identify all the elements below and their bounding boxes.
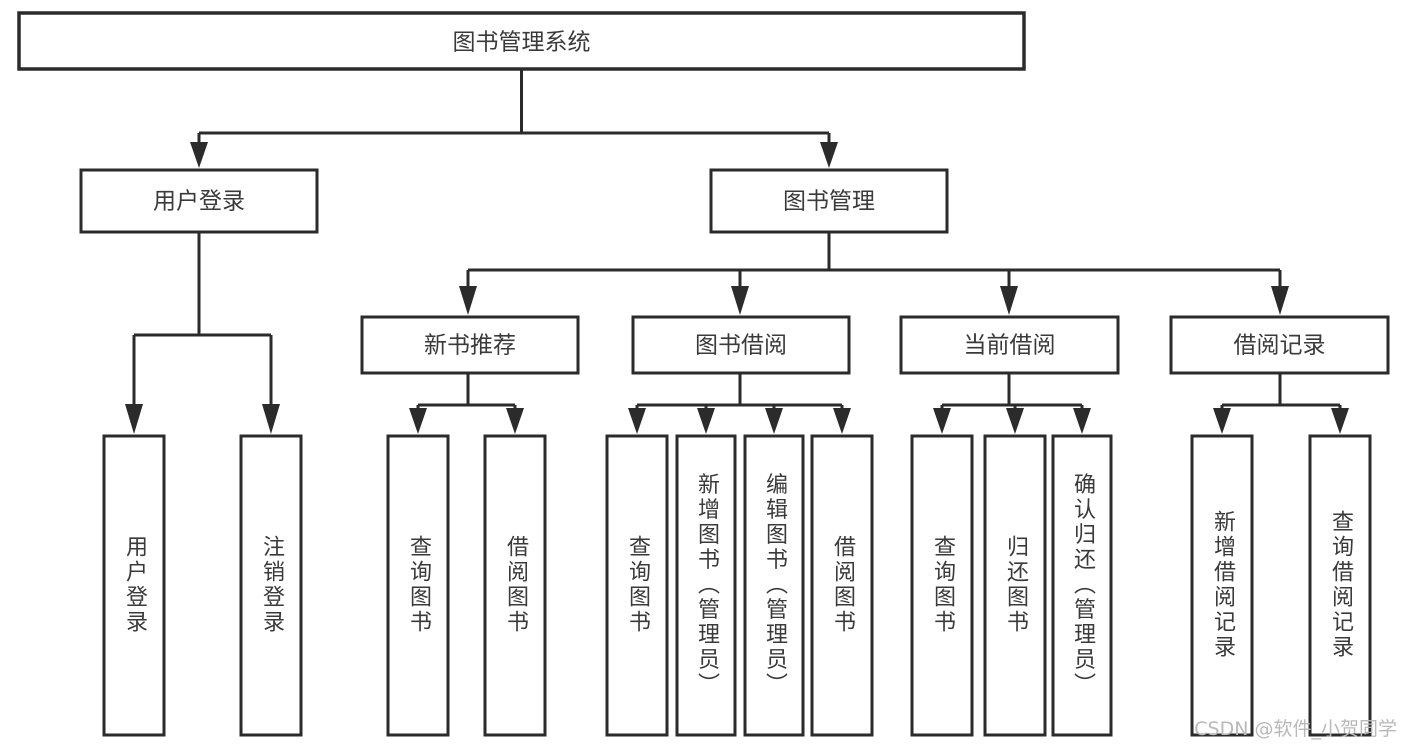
node-new-book-recommend[interactable]: 新书推荐 <box>360 315 580 375</box>
node-layer: 图书管理系统 用户登录 图书管理 新书推荐 图书借阅 当前 <box>17 11 1390 737</box>
node-leaf-query-borrow-record-box[interactable] <box>1308 434 1372 737</box>
node-leaf-add-book-admin-box[interactable] <box>675 434 737 737</box>
node-leaf-borrow-book-recommend-box[interactable] <box>483 434 547 737</box>
node-leaf-borrow-book-recommend[interactable]: 借阅图书 <box>483 434 547 737</box>
node-book-management[interactable]: 图书管理 <box>709 168 949 234</box>
arrowhead-leaf-query-book-recommend <box>409 408 427 434</box>
node-leaf-edit-book-admin[interactable]: 编辑图书（管理员） <box>743 434 805 737</box>
node-leaf-add-borrow-record-box[interactable] <box>1190 434 1254 737</box>
node-leaf-logout-login[interactable]: 注销登录 <box>239 434 303 737</box>
node-book-management-label: 图书管理 <box>783 189 875 215</box>
node-book-borrow[interactable]: 图书借阅 <box>631 315 851 375</box>
node-current-borrow[interactable]: 当前借阅 <box>899 315 1120 375</box>
node-current-borrow-box[interactable] <box>899 315 1120 375</box>
arrowhead-book-management <box>820 142 838 168</box>
node-root-box[interactable] <box>17 11 1026 71</box>
node-leaf-add-book-admin[interactable]: 新增图书（管理员） <box>675 434 737 737</box>
node-user-login-label: 用户登录 <box>153 189 245 215</box>
node-leaf-query-book-borrow[interactable]: 查询图书 <box>605 434 669 737</box>
arrowhead-borrow-record <box>1271 286 1289 315</box>
node-leaf-query-book-borrow-label: 查询图书 <box>625 535 651 635</box>
node-root-label: 图书管理系统 <box>453 30 591 56</box>
node-leaf-confirm-return-admin-label: 确认归还（管理员） <box>1070 473 1096 698</box>
node-leaf-return-book-box[interactable] <box>983 434 1047 737</box>
node-leaf-query-book-current-box[interactable] <box>910 434 974 737</box>
node-leaf-query-borrow-record[interactable]: 查询借阅记录 <box>1308 434 1372 737</box>
node-borrow-record-label: 借阅记录 <box>1234 333 1326 359</box>
arrowhead-leaf-add-book-admin <box>697 408 715 434</box>
node-leaf-logout-login-label: 注销登录 <box>259 535 285 635</box>
node-leaf-add-book-admin-label: 新增图书（管理员） <box>694 473 720 698</box>
arrowhead-leaf-query-borrow-record <box>1331 408 1349 434</box>
node-leaf-edit-book-admin-box[interactable] <box>743 434 805 737</box>
node-leaf-query-borrow-record-label: 查询借阅记录 <box>1328 510 1354 660</box>
arrowhead-leaf-query-book-borrow <box>628 408 646 434</box>
watermark-text: CSDN @软件_小贺同学 <box>1194 718 1397 740</box>
node-leaf-add-borrow-record-label: 新增借阅记录 <box>1210 510 1236 660</box>
arrowhead-current-borrow <box>1000 286 1018 315</box>
node-leaf-return-book[interactable]: 归还图书 <box>983 434 1047 737</box>
node-leaf-edit-book-admin-label: 编辑图书（管理员） <box>762 473 788 698</box>
node-root[interactable]: 图书管理系统 <box>17 11 1026 71</box>
node-leaf-user-login-label: 用户登录 <box>122 535 148 635</box>
node-leaf-query-book-current-label: 查询图书 <box>930 535 956 635</box>
node-leaf-confirm-return-admin[interactable]: 确认归还（管理员） <box>1051 434 1113 737</box>
node-user-login-box[interactable] <box>79 168 319 234</box>
edge-layer <box>125 69 1349 434</box>
node-leaf-logout-login-box[interactable] <box>239 434 303 737</box>
node-leaf-query-book-recommend-label: 查询图书 <box>406 535 432 635</box>
node-borrow-record-box[interactable] <box>1169 315 1390 375</box>
node-leaf-borrow-book-label: 借阅图书 <box>830 535 856 635</box>
arrowhead-new-book-recommend <box>459 286 477 315</box>
node-leaf-confirm-return-admin-box[interactable] <box>1051 434 1113 737</box>
node-book-borrow-box[interactable] <box>631 315 851 375</box>
arrowhead-leaf-edit-book-admin <box>765 408 783 434</box>
node-leaf-borrow-book[interactable]: 借阅图书 <box>810 434 874 737</box>
node-leaf-query-book-recommend[interactable]: 查询图书 <box>386 434 450 737</box>
node-leaf-return-book-label: 归还图书 <box>1003 535 1029 635</box>
node-leaf-query-book-borrow-box[interactable] <box>605 434 669 737</box>
node-leaf-user-login[interactable]: 用户登录 <box>102 434 166 737</box>
arrowhead-leaf-add-borrow-record <box>1213 408 1231 434</box>
node-leaf-query-book-current[interactable]: 查询图书 <box>910 434 974 737</box>
arrowhead-leaf-return-book <box>1006 408 1024 434</box>
node-new-book-recommend-label: 新书推荐 <box>424 333 516 359</box>
node-leaf-query-book-recommend-box[interactable] <box>386 434 450 737</box>
node-book-management-box[interactable] <box>709 168 949 234</box>
node-user-login[interactable]: 用户登录 <box>79 168 319 234</box>
node-current-borrow-label: 当前借阅 <box>964 333 1056 359</box>
node-borrow-record[interactable]: 借阅记录 <box>1169 315 1390 375</box>
node-book-borrow-label: 图书借阅 <box>695 333 787 359</box>
node-leaf-borrow-book-box[interactable] <box>810 434 874 737</box>
arrowhead-leaf-user-login <box>125 404 143 434</box>
arrowhead-leaf-query-book-current <box>933 408 951 434</box>
arrowhead-book-borrow <box>731 286 749 315</box>
node-new-book-recommend-box[interactable] <box>360 315 580 375</box>
arrowhead-leaf-borrow-book-recommend <box>506 408 524 434</box>
arrowhead-leaf-logout-login <box>262 404 280 434</box>
node-leaf-add-borrow-record[interactable]: 新增借阅记录 <box>1190 434 1254 737</box>
arrowhead-leaf-confirm-return-admin <box>1073 408 1091 434</box>
arrowhead-leaf-borrow-book <box>833 408 851 434</box>
arrowhead-user-login <box>190 142 208 168</box>
node-leaf-borrow-book-recommend-label: 借阅图书 <box>503 535 529 635</box>
node-leaf-user-login-box[interactable] <box>102 434 166 737</box>
